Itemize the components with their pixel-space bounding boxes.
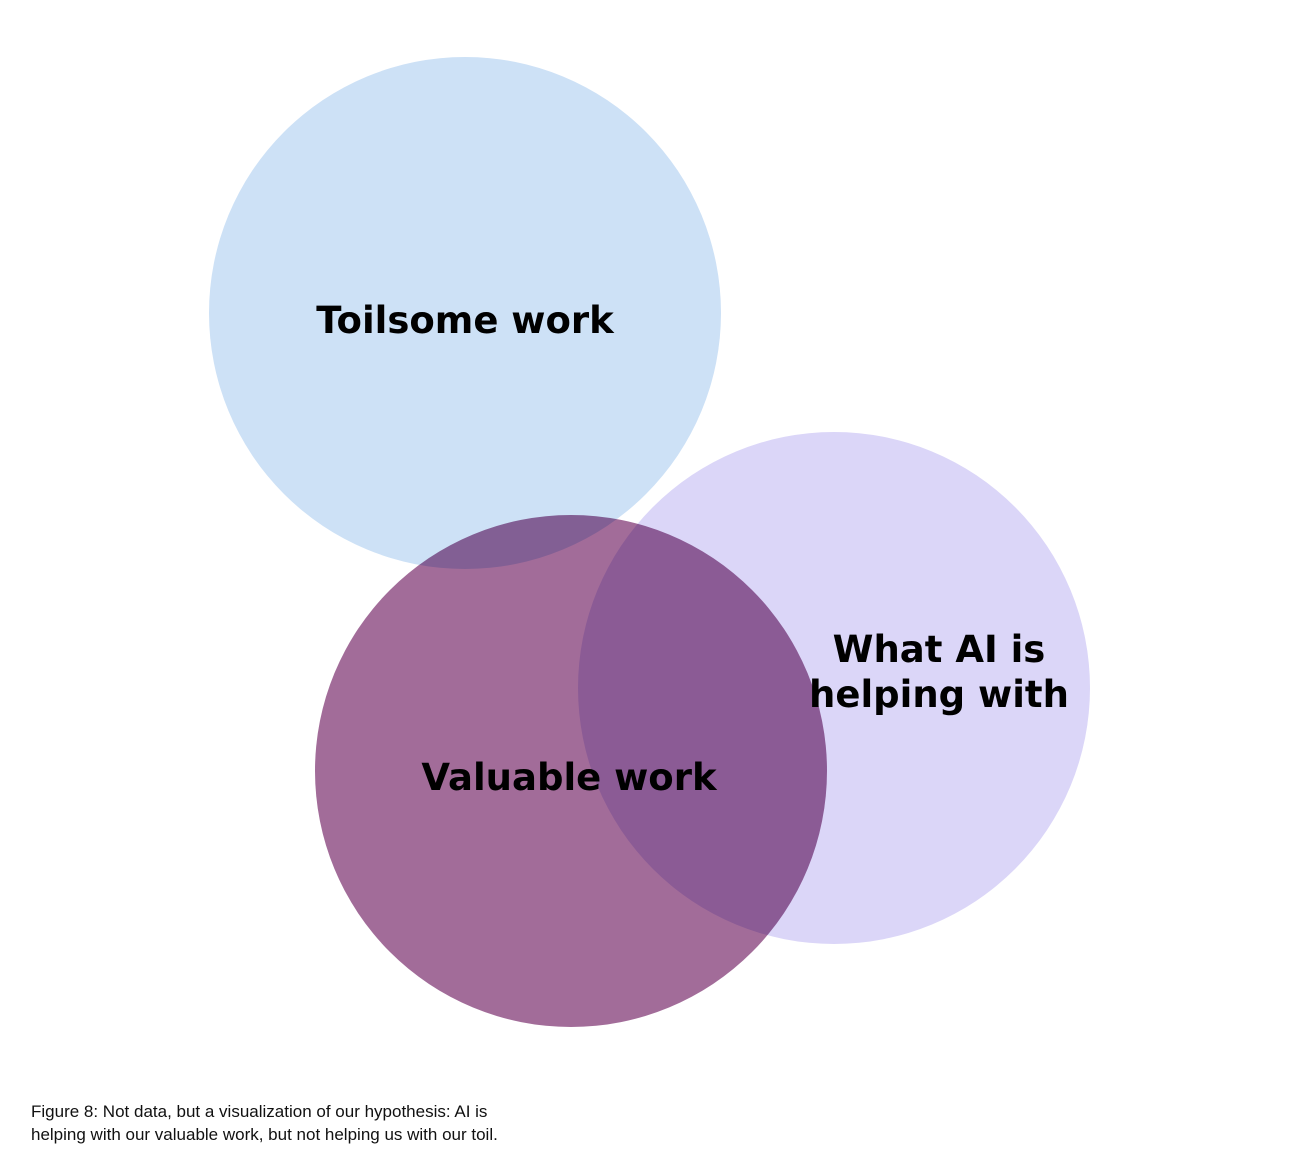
label-toilsome-work: Toilsome work	[316, 299, 615, 342]
label-ai-helping-line1: What AI is	[833, 628, 1046, 671]
label-valuable-work: Valuable work	[421, 756, 718, 799]
label-ai-helping-line2: helping with	[809, 673, 1069, 716]
caption-line-1: Figure 8: Not data, but a visualization …	[31, 1102, 488, 1121]
figure-caption: Figure 8: Not data, but a visualization …	[31, 1100, 651, 1146]
caption-line-2: helping with our valuable work, but not …	[31, 1125, 498, 1144]
circle-valuable-work	[315, 515, 827, 1027]
circle-toilsome-work	[209, 57, 721, 569]
